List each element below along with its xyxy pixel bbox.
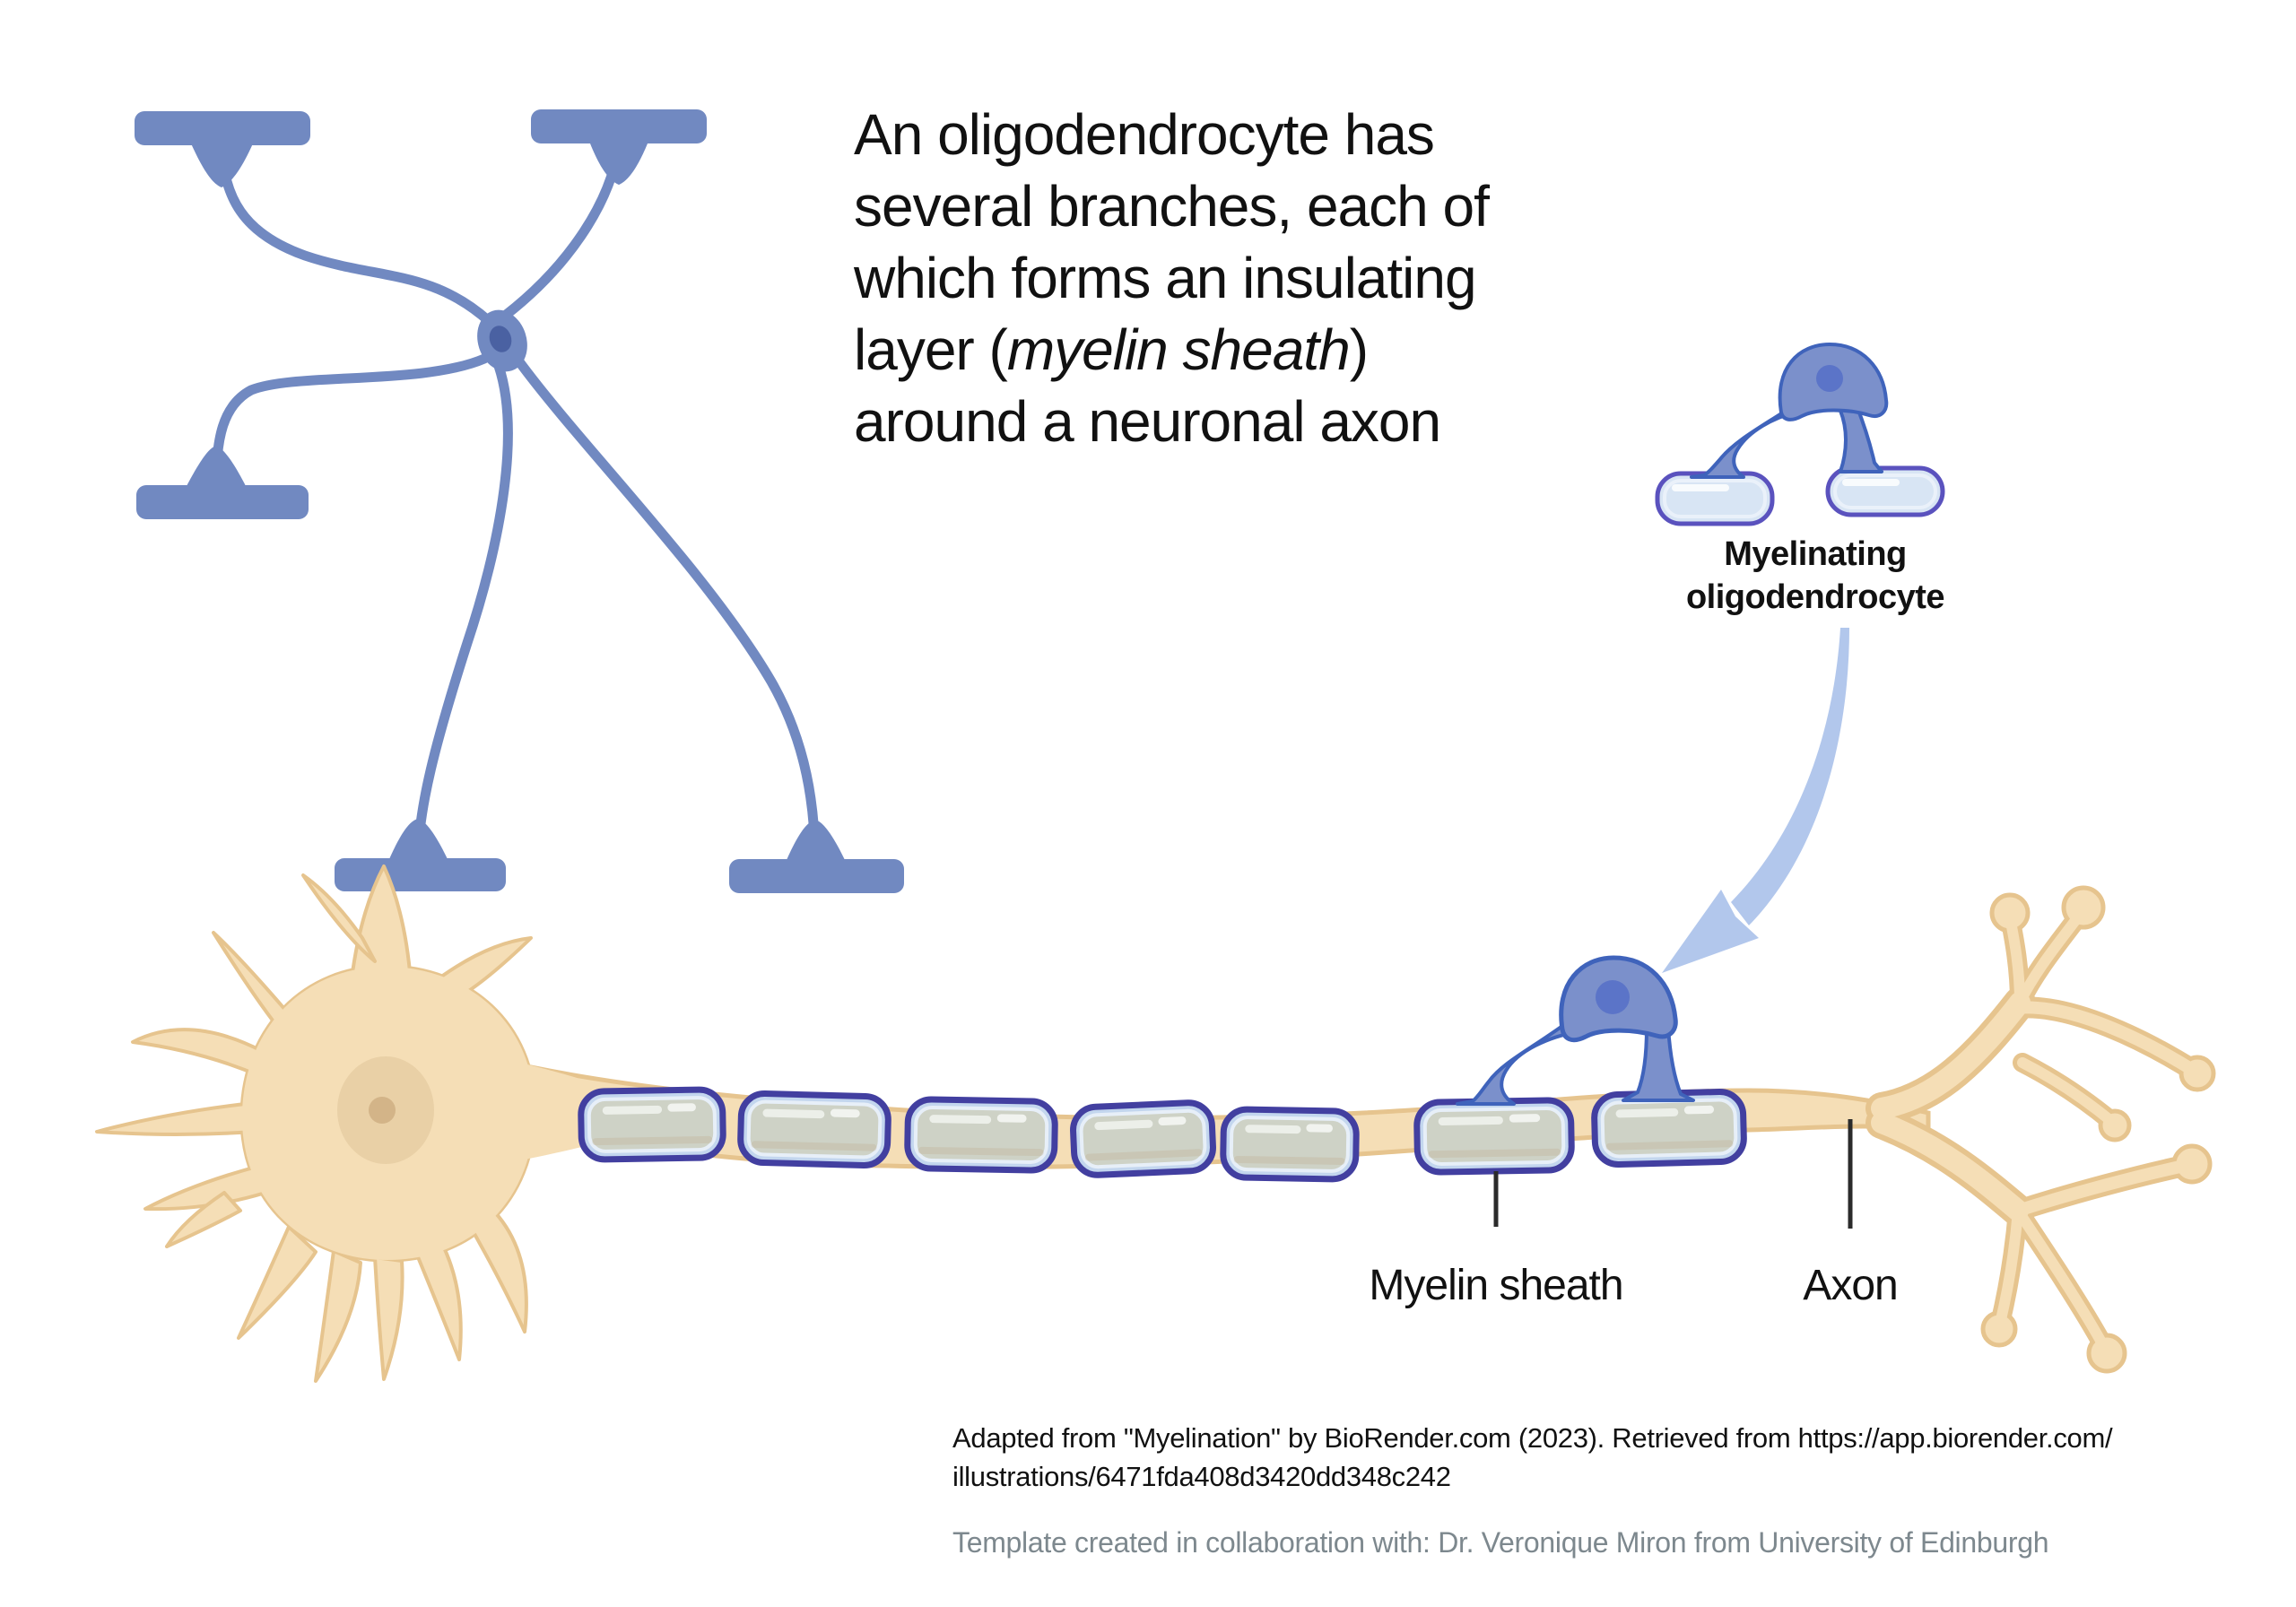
oligodendrocyte-nucleus-icon: [489, 326, 512, 352]
myelin-bar: [335, 858, 506, 891]
description-line: around a neuronal axon: [854, 389, 1441, 454]
neuron-illustration: [95, 864, 2216, 1383]
myelin-sheath-segment: [1070, 1099, 1216, 1178]
description-line: An oligodendrocyte has: [854, 102, 1435, 167]
callout-myelin-sheath: [1655, 471, 1775, 526]
myelin-bar: [531, 109, 707, 143]
myelin-bar: [729, 859, 904, 893]
description-text: An oligodendrocyte has several branches,…: [854, 99, 1661, 457]
callout-oligodendrocyte-nucleus-icon: [1816, 365, 1843, 392]
dendrite: [314, 1249, 362, 1383]
callout-label: Myelinating oligodendrocyte: [1685, 535, 1945, 616]
callout-myelin-sheath: [1825, 465, 1945, 517]
description-line: which forms an insulating: [854, 246, 1477, 310]
callout-arrow-icon: [1662, 628, 1849, 973]
dendrite: [95, 1101, 257, 1136]
dendrite: [413, 1240, 463, 1361]
dendrite: [373, 1255, 404, 1381]
soma-nucleolus-icon: [369, 1097, 396, 1124]
axon-oligodendrocyte-nucleus-icon: [1596, 980, 1630, 1014]
attribution-line: Adapted from "Myelination" by BioRender.…: [952, 1422, 2113, 1454]
dendrite: [144, 1164, 267, 1212]
oligodendrocyte-branch: [211, 353, 490, 491]
branch-flares: [187, 143, 845, 860]
axon-terminals: [1866, 885, 2216, 1374]
callout-oligodendrocyte-left-process: [1690, 407, 1799, 479]
oligodendrocyte-branch: [500, 140, 624, 321]
myelin-segments: [578, 1086, 1747, 1183]
myelin-sheath-segment: [1413, 1097, 1575, 1176]
description-line: layer (myelin sheath): [854, 317, 1369, 382]
myelin-sheath-segment: [1591, 1089, 1747, 1168]
myelin-sheath-segment: [904, 1096, 1058, 1174]
attribution-line: illustrations/6471fda408d3420dd348c242: [952, 1461, 1451, 1492]
axon-label: Axon: [1803, 1262, 1898, 1309]
dendrite: [165, 1191, 242, 1248]
axon-oligodendrocyte-right-process: [1622, 1026, 1695, 1102]
myelin-sheath-segment: [1220, 1106, 1360, 1183]
dendrite: [301, 873, 377, 963]
soma-and-dendrites: [95, 864, 605, 1383]
myelin-sheath-segment: [578, 1086, 726, 1163]
axon-oligodendrocyte-left-process: [1456, 1020, 1582, 1106]
description-line: several branches, each of: [854, 174, 1490, 239]
myelin-bars: [135, 109, 904, 893]
dendrite: [465, 1211, 528, 1333]
oligodendrocyte-branch: [513, 355, 821, 864]
callout-myelin-sheaths: [1655, 465, 1945, 526]
axon-oligodendrocyte: [1456, 955, 1695, 1106]
collaboration-note: Template created in collaboration with: …: [952, 1526, 2049, 1559]
dendrite: [237, 1225, 317, 1340]
callout-oligodendrocyte-right-process: [1839, 404, 1883, 473]
myelin-bar: [136, 485, 309, 519]
attribution: Adapted from "Myelination" by BioRender.…: [952, 1419, 2262, 1496]
myelin-sheath-label: Myelin sheath: [1369, 1262, 1623, 1309]
myelin-bar: [135, 111, 310, 145]
myelin-sheath-italic: myelin sheath: [1006, 317, 1351, 382]
oligodendrocyte-illustration: [135, 109, 904, 893]
dendrite: [131, 1028, 264, 1078]
callout-illustration: [1655, 343, 1945, 526]
dendrite: [212, 931, 287, 1031]
myelin-sheath-segment: [737, 1090, 891, 1168]
oligodendrocyte-branch: [216, 140, 494, 326]
oligodendrocyte-branch: [413, 360, 513, 864]
